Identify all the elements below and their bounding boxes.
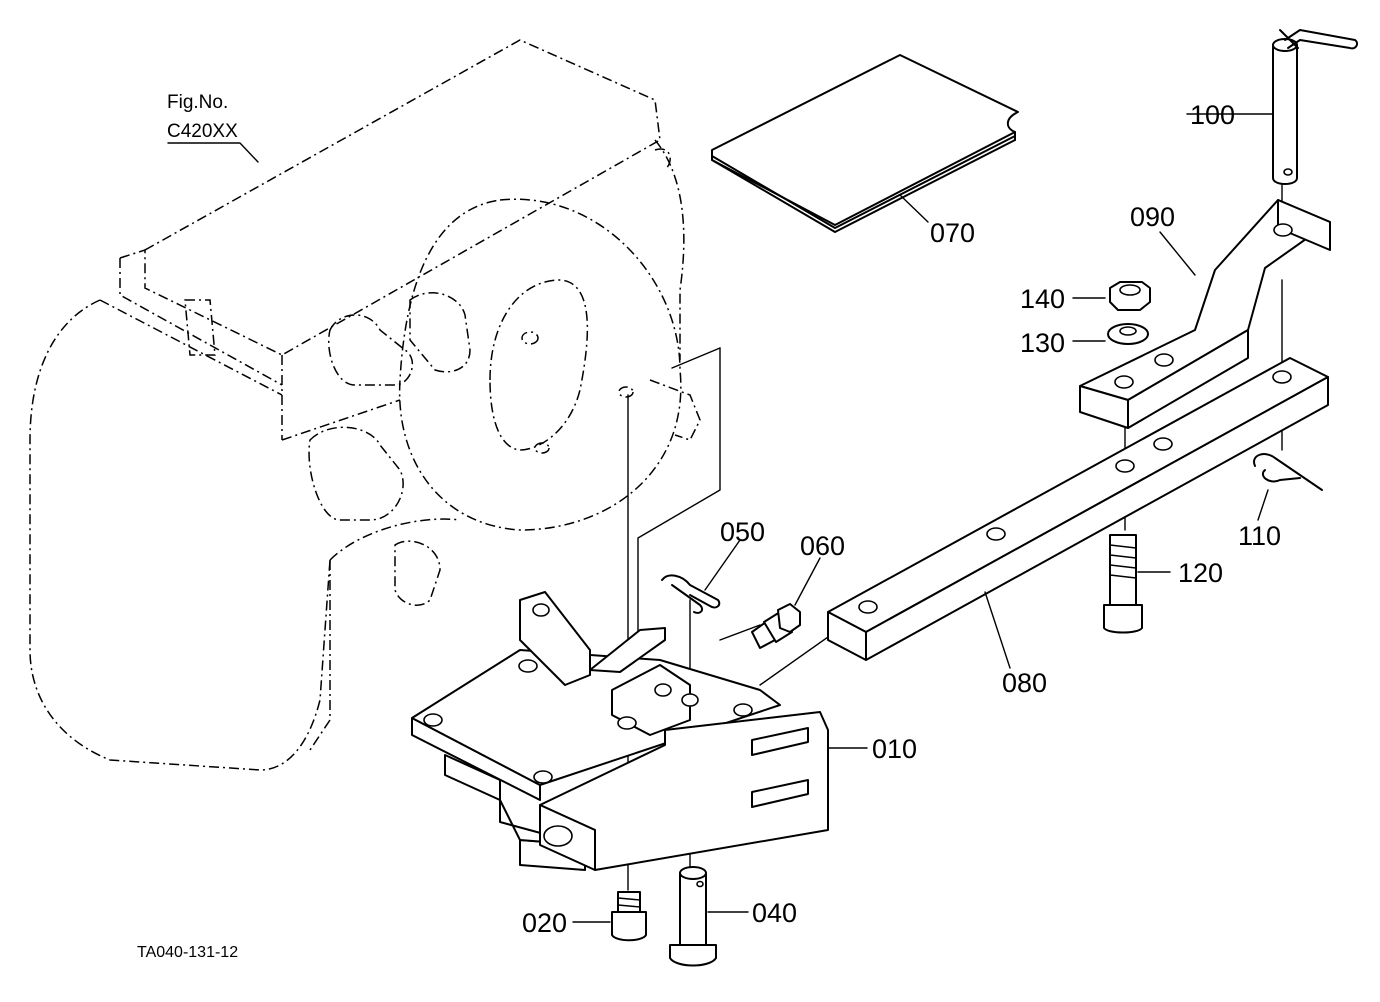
part-label-040: 040	[752, 898, 797, 928]
part-110-clip-pin	[1253, 453, 1323, 491]
part-100-pin	[1272, 29, 1359, 185]
part-label-080: 080	[1002, 668, 1047, 698]
part-010-bracket	[411, 591, 829, 871]
part-label-110: 110	[1238, 521, 1281, 551]
part-090-offset-bar	[1079, 199, 1331, 429]
figure-ref-line2: C420XX	[167, 121, 238, 142]
part-040-pin	[669, 866, 717, 967]
part-label-100: 100	[1190, 100, 1235, 130]
leader-lines	[167, 113, 1273, 923]
part-020-bolt	[611, 891, 647, 942]
part-label-060: 060	[800, 531, 845, 561]
part-label-130: 130	[1020, 328, 1065, 358]
part-label-090: 090	[1130, 202, 1175, 232]
part-140-nut	[1109, 281, 1151, 311]
figure-ref-line1: Fig.No.	[167, 92, 228, 113]
engine-outline	[29, 39, 701, 771]
part-label-070: 070	[930, 218, 975, 248]
part-070-manual	[711, 54, 1019, 233]
part-120-bolt	[1103, 534, 1143, 634]
part-label-140: 140	[1020, 284, 1065, 314]
drawing-code: TA040-131-12	[137, 944, 238, 961]
part-080-drawbar	[827, 357, 1329, 661]
part-130-washer	[1107, 323, 1149, 345]
part-label-020: 020	[522, 908, 567, 938]
part-060-fitting	[751, 603, 801, 649]
part-label-050: 050	[720, 517, 765, 547]
part-label-010: 010	[872, 734, 917, 764]
part-050-clip	[661, 574, 721, 614]
part-label-120: 120	[1178, 558, 1223, 588]
